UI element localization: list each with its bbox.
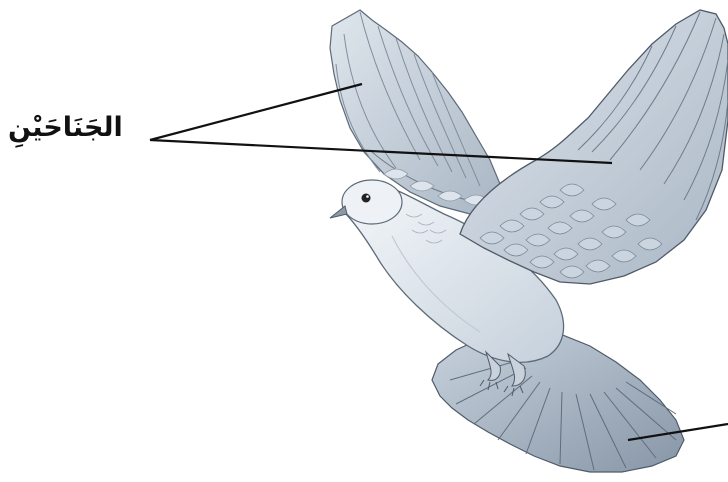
tail (432, 328, 684, 472)
eye (362, 194, 371, 203)
right-wing (460, 10, 728, 284)
leader-line-left-wing (150, 84, 362, 140)
label-wings: الجَنَاحَيْنِ (8, 114, 123, 141)
beak (330, 206, 347, 218)
head (330, 180, 402, 224)
